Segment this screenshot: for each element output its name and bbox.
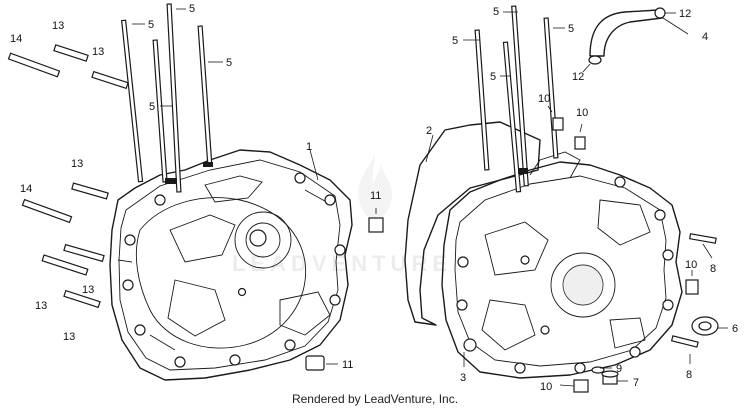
callout-8-b: 8 [686,369,692,381]
callout-5-h: 5 [490,71,496,83]
callout-9: 9 [616,363,622,375]
left-case-bolt-bosses [122,172,346,368]
callout-7: 7 [633,377,639,389]
callout-5-b: 5 [189,3,195,15]
callout-6: 6 [732,323,738,335]
callout-13-f: 13 [63,331,75,343]
callout-5-a: 5 [148,19,154,31]
tube-clamp-lower[interactable] [588,55,602,65]
callout-12-a: 12 [679,8,691,20]
callout-13-a: 13 [52,20,64,32]
callout-5-e: 5 [452,35,458,47]
callout-3: 3 [460,372,466,384]
right-case-bolt-bosses [456,176,674,374]
callout-10-b: 10 [576,107,588,119]
tube-clamp-upper[interactable] [654,7,666,19]
flange-bolts-13[interactable] [41,44,129,309]
callout-4: 4 [702,31,708,43]
callout-13-e: 13 [35,300,47,312]
callout-13-b: 13 [92,46,104,58]
stud-bolts-left[interactable] [120,3,213,193]
callout-12-b: 12 [572,71,584,83]
leadventure-flame-logo [345,150,405,235]
left-crankcase-half[interactable] [109,149,353,381]
callout-11-b: 11 [342,359,353,371]
dowel-pins[interactable] [552,117,699,393]
oil-seal[interactable] [691,316,719,336]
collars[interactable] [305,217,384,371]
right-crankcase-half[interactable] [441,151,683,379]
callout-14-a: 14 [10,33,22,45]
callout-10-c: 10 [685,259,697,271]
callout-13-d: 13 [82,284,94,296]
callout-leader-lines [132,8,728,387]
callout-14-b: 14 [20,183,32,195]
render-credit: Rendered by LeadVenture, Inc. [291,392,459,406]
callout-1: 1 [306,141,312,153]
drain-bolt[interactable] [601,370,619,385]
callout-10-d: 10 [540,381,552,393]
callout-5-f: 5 [493,6,499,18]
callout-labels: 1 2 3 4 5 5 5 5 5 5 5 5 6 7 8 8 9 10 10 … [10,3,738,393]
sealing-washer[interactable] [591,366,605,374]
callout-5-c: 5 [226,57,232,69]
breather-tube[interactable] [589,9,665,57]
callout-5-g: 5 [568,23,574,35]
callout-5-d: 5 [149,101,155,113]
right-side-bolts[interactable] [670,233,717,348]
callout-13-c: 13 [71,158,83,170]
long-bolts-14[interactable] [7,52,73,224]
callout-11-a: 11 [370,190,381,202]
callout-8-a: 8 [710,263,716,275]
callout-2: 2 [426,125,432,137]
callout-10-a: 10 [538,93,550,105]
crankcase-gasket[interactable] [404,121,541,326]
